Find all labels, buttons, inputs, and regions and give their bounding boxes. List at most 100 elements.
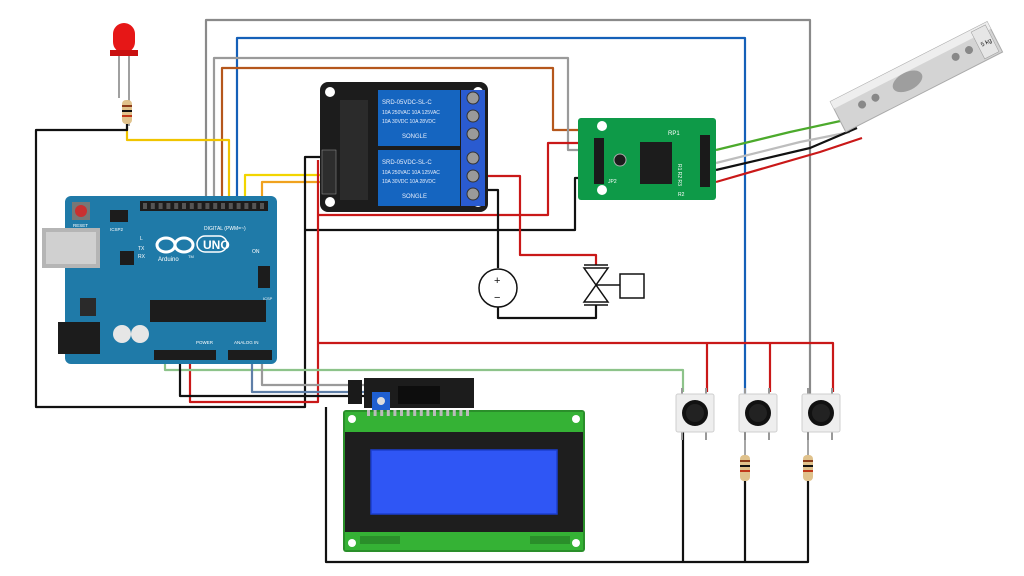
header-pin [197, 203, 202, 209]
wire-grey-top-loop [204, 18, 812, 400]
lcd-header-pins [367, 410, 469, 416]
lcd-i2c-backpack [348, 378, 474, 416]
header-pin [221, 203, 225, 209]
lcd-pin [419, 410, 423, 416]
wire-lc-red [715, 136, 863, 184]
push-button-1[interactable] [675, 388, 715, 440]
wire-grey-hx711 [212, 56, 592, 208]
load-cell: 5 kg [829, 21, 1004, 133]
relay1-line1: SRD-05VDC-SL-C [382, 100, 432, 106]
hx711-module: RP1 R1 R2 R3 JP2 R2 [578, 118, 716, 200]
push-button-3[interactable] [801, 388, 841, 440]
rx-label: RX [138, 254, 146, 260]
icsp-label: ICSP [263, 296, 273, 301]
push-button-2[interactable] [738, 388, 778, 440]
wire-blue-top [235, 36, 747, 400]
lcd-pin [386, 410, 390, 416]
header-pin [252, 203, 257, 209]
led-resistor [122, 100, 132, 124]
header-pin [260, 203, 264, 209]
wire-lc-white [715, 130, 851, 165]
relay1-line2: 10A 250VAC 10A 125VAC [382, 110, 440, 116]
digital-header-pins [143, 203, 264, 209]
tm-label: TM [188, 254, 194, 259]
screw-terminal [466, 127, 480, 141]
brand-label: Arduino [158, 257, 179, 263]
source-plus: + [494, 275, 500, 287]
header-pin [182, 203, 186, 209]
lcd-pin [446, 410, 450, 416]
uno-badge [196, 235, 228, 253]
relay-module: SRD-05VDC-SL-C 10A 250VAC 10A 125VAC 10A… [320, 82, 488, 212]
arduino-uno-board: RESET ICSP2 DIGITAL (PWM=~) UNO Arduino … [42, 196, 277, 364]
wire-lc-green [715, 118, 846, 152]
arduino-logo-icon [155, 236, 195, 254]
screw-terminal [466, 109, 480, 123]
wire-red-hx711 [318, 141, 592, 217]
load-cell-label: 5 kg [980, 38, 993, 48]
solenoid-valve-icon [582, 264, 645, 306]
lcd-pin [433, 410, 436, 416]
header-pin [143, 203, 147, 209]
screw-terminal [466, 91, 480, 105]
wire-black-bottom [324, 407, 810, 564]
relay-2: SRD-05VDC-SL-C 10A 250VAC 10A 125VAC 10A… [378, 150, 460, 206]
wire-grey-scl [260, 355, 370, 387]
header-pin [150, 203, 155, 209]
push-buttons [675, 388, 841, 440]
lcd-pin [459, 410, 463, 416]
l-label: L [140, 236, 143, 242]
wire-red-buttons [318, 341, 835, 392]
wire-black-source-bottom [496, 305, 598, 320]
pulldown-resistor-1 [740, 432, 750, 481]
wire-red-valve [478, 174, 598, 265]
header-pin [158, 203, 163, 209]
analog-label: ANALOG IN [234, 340, 259, 345]
header-pin [228, 203, 233, 209]
model-label: UNO [203, 238, 230, 252]
screw-terminal [466, 169, 480, 183]
on-label: ON [252, 249, 260, 255]
lcd-pin [452, 410, 456, 416]
header-pin [213, 203, 218, 209]
lcd-pin [373, 410, 377, 416]
relay2-line3: 10A 30VDC 10A 28VDC [382, 179, 436, 185]
wire-red-vcc [188, 160, 320, 404]
header-pin [189, 203, 194, 209]
dc-voltage-source: + − [478, 268, 518, 308]
hx711-r4-label: R2 [678, 192, 685, 198]
lcd-20x4-display [343, 410, 585, 552]
pulldown-resistor-2 [803, 432, 813, 481]
relay-terminals [466, 91, 480, 201]
power-label: POWER [196, 340, 214, 345]
lcd-pin [413, 410, 417, 416]
lcd-screen [371, 450, 557, 514]
header-pin [205, 203, 210, 209]
header-pin [236, 203, 241, 209]
lcd-pin [367, 410, 370, 416]
header-pin [244, 203, 249, 209]
header-pin [166, 203, 171, 209]
relay2-line2: 10A 250VAC 10A 125VAC [382, 170, 440, 176]
wire-lc-black [715, 126, 858, 172]
wire-blue-sda [250, 355, 370, 394]
hx711-jp-label: JP2 [608, 179, 617, 185]
icsp2-label: ICSP2 [110, 227, 124, 232]
lcd-pin [426, 410, 430, 416]
lcd-pin [380, 410, 384, 416]
screw-terminal [466, 151, 480, 165]
relay1-brand: SONGLE [402, 134, 427, 140]
hx711-r-label: R1 R2 R3 [676, 164, 682, 186]
relay1-line3: 10A 30VDC 10A 28VDC [382, 119, 436, 125]
relay2-brand: SONGLE [402, 194, 427, 200]
lcd-pin [400, 410, 403, 416]
source-minus: − [494, 292, 500, 304]
wire-black-ground [34, 122, 307, 409]
relay-1: SRD-05VDC-SL-C 10A 250VAC 10A 125VAC 10A… [378, 90, 460, 146]
lcd-pin [439, 410, 443, 416]
header-pin [174, 203, 179, 209]
reset-label: RESET [73, 223, 88, 228]
digital-label: DIGITAL (PWM=~) [204, 226, 246, 232]
screw-terminal [466, 187, 480, 201]
